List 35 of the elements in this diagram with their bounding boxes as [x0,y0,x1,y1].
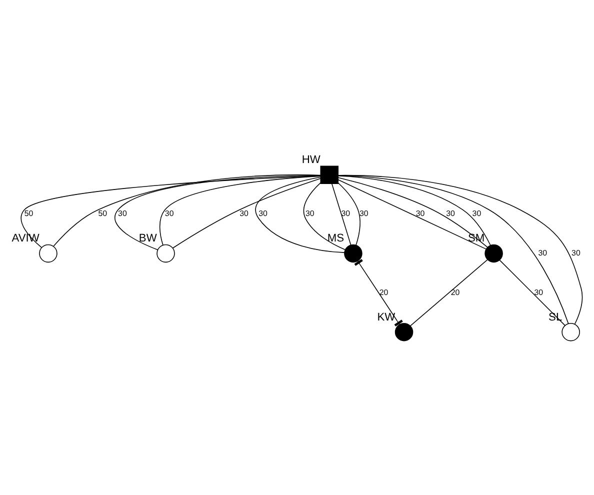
node-box [320,166,339,184]
edge-label: 50 [98,209,108,218]
connector [331,183,352,246]
edge-label: 30 [446,209,455,218]
edge-label: 20 [450,288,460,297]
connector [410,259,488,326]
edge-label: 30 [416,209,425,218]
node-circle [562,322,580,342]
edge-label: 30 [472,209,482,218]
connector [499,260,566,326]
edge-label: 30 [258,209,268,218]
connector [338,182,360,246]
edge-label: 30 [341,209,350,218]
edge-label: 30 [306,209,314,218]
node-circle [39,244,58,263]
connector [255,176,345,253]
edge-label: 30 [360,209,368,218]
edge-label: 30 [572,248,580,258]
node-circle [344,244,362,263]
node-label: HW [302,154,320,166]
connector [303,182,346,250]
edge-label: 20 [379,288,388,297]
node-label: KW [377,311,396,324]
node-label: MS [327,232,344,245]
edge-label: 30 [240,209,248,218]
edge-label: 30 [164,209,174,218]
node-label: BW [138,232,157,245]
node-circle [394,322,414,342]
node-circle [156,244,175,263]
edge-label: 30 [538,248,548,258]
edge-label: 30 [534,288,544,297]
edge-label: 30 [118,209,127,218]
node-circle [484,244,503,263]
connector [114,175,321,250]
edge-label: 50 [24,209,34,218]
